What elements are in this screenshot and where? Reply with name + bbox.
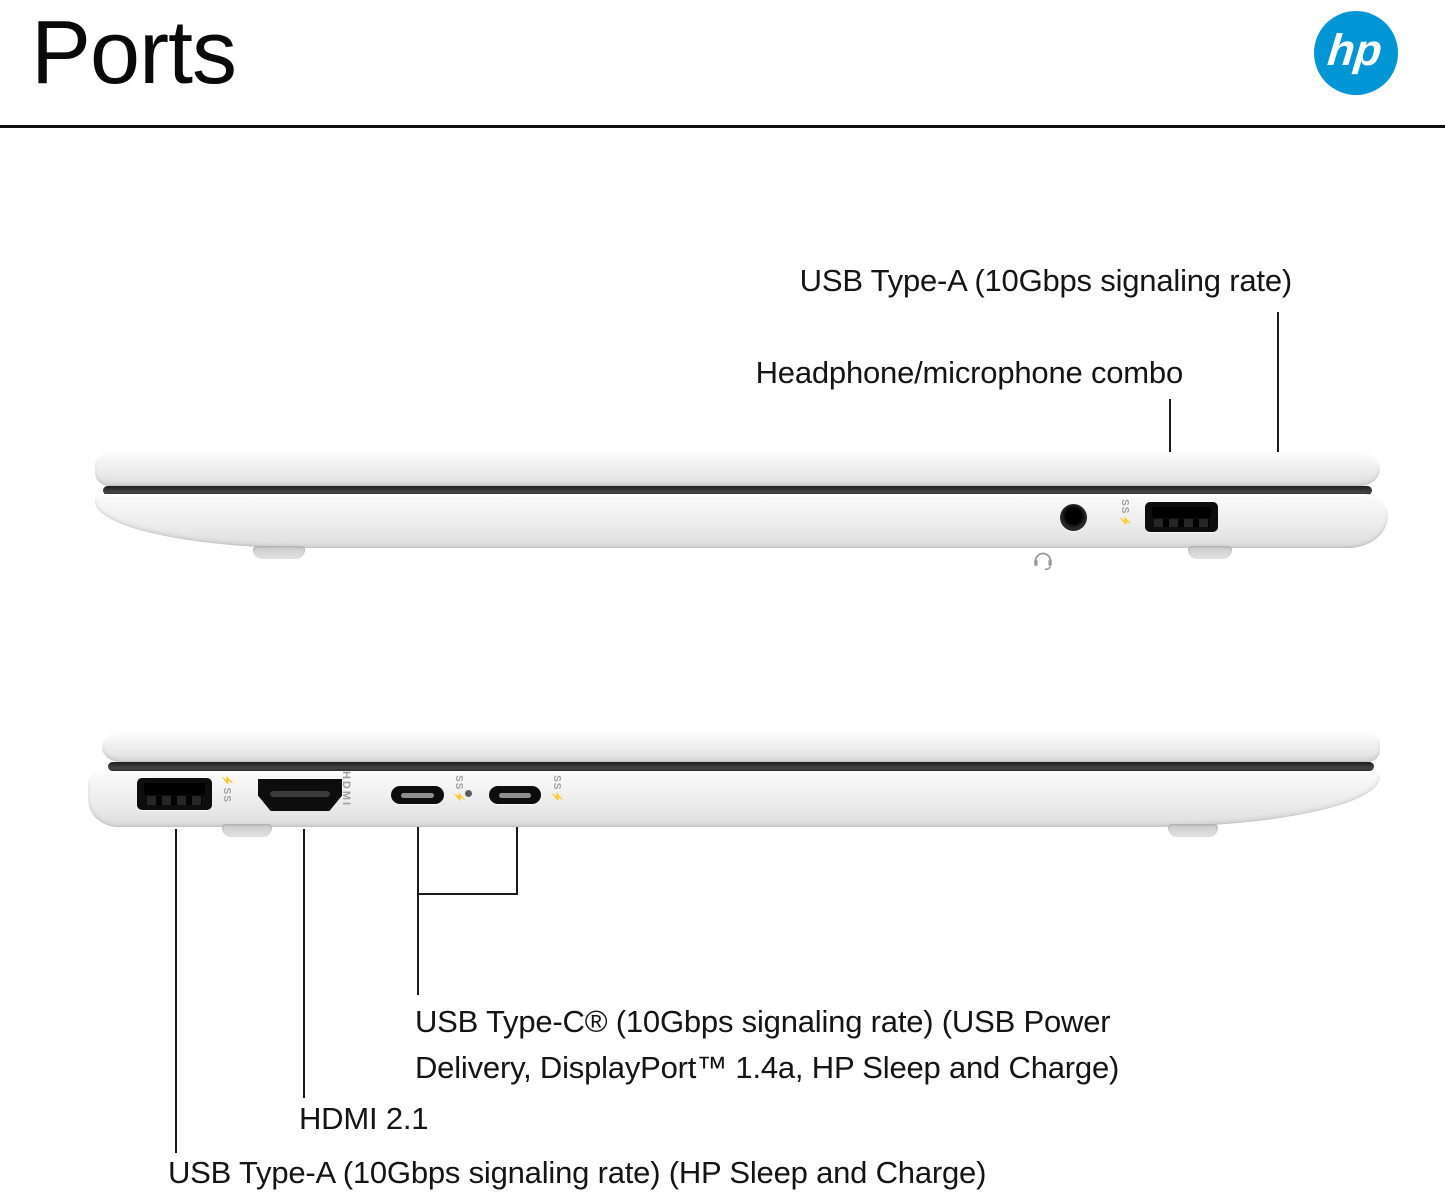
rubber-foot (222, 824, 272, 837)
laptop-lid (102, 732, 1380, 762)
usb-c-ss-icon-1: SS⚡ (452, 775, 464, 804)
usb-a-port-left-side (137, 778, 212, 810)
laptop-hinge-gap (103, 486, 1372, 495)
callout-line-usb-a-right (1277, 312, 1279, 452)
usb-c-port-2 (489, 786, 541, 804)
usb-c-ss-icon-2: SS⚡ (550, 775, 562, 804)
label-usb-a-left-side: USB Type-A (10Gbps signaling rate) (HP S… (168, 1155, 987, 1190)
label-usb-c-line1: USB Type-C® (10Gbps signaling rate) (USB… (415, 1004, 1111, 1039)
rubber-foot (1188, 546, 1232, 559)
usb-c-slot (401, 792, 434, 798)
laptop-left-side-view: ⚡SS HDMI SS⚡ SS⚡ (88, 728, 1380, 843)
charging-led (465, 790, 472, 797)
laptop-base: ⚡SS HDMI SS⚡ SS⚡ (88, 771, 1380, 827)
usb-c-slot (498, 792, 532, 798)
laptop-hinge-gap (108, 762, 1374, 771)
usb-c-port-1 (391, 786, 444, 804)
hp-logo-text: hp (1325, 26, 1385, 75)
callout-line-usb-a-left (175, 829, 177, 1153)
laptop-right-side-view: SS⚡ (95, 450, 1390, 571)
callout-line-usb-c-1 (417, 827, 419, 995)
callout-line-headphone (1169, 399, 1171, 452)
usb-a-port-right-side (1145, 502, 1218, 532)
laptop-base: SS⚡ (95, 494, 1388, 571)
hdmi-port (258, 779, 342, 811)
rubber-foot (1168, 824, 1218, 837)
usb-ss-icon: SS⚡ (1118, 499, 1130, 528)
label-usb-c-line2: Delivery, DisplayPort™ 1.4a, HP Sleep an… (415, 1050, 1120, 1085)
headset-icon (1034, 552, 1052, 571)
label-usb-a-right-side: USB Type-A (10Gbps signaling rate) (799, 263, 1293, 298)
headphone-jack-port (1060, 504, 1087, 531)
hp-logo-icon: hp (1314, 11, 1398, 95)
usb-ss-charge-icon: ⚡SS (220, 774, 232, 803)
label-hdmi: HDMI 2.1 (299, 1101, 429, 1136)
callout-line-usb-c-2 (516, 827, 518, 895)
rubber-foot (253, 546, 305, 559)
hdmi-slot (269, 791, 331, 798)
callout-bridge-usb-c (417, 893, 518, 895)
laptop-lid (95, 452, 1380, 486)
label-headphone-combo: Headphone/microphone combo (755, 355, 1184, 390)
page-title: Ports (31, 3, 237, 103)
callout-line-hdmi (303, 829, 305, 1098)
hdmi-port-label: HDMI (340, 770, 353, 808)
header-divider (0, 125, 1445, 128)
label-usb-c: USB Type-C® (10Gbps signaling rate) (USB… (415, 999, 1119, 1091)
